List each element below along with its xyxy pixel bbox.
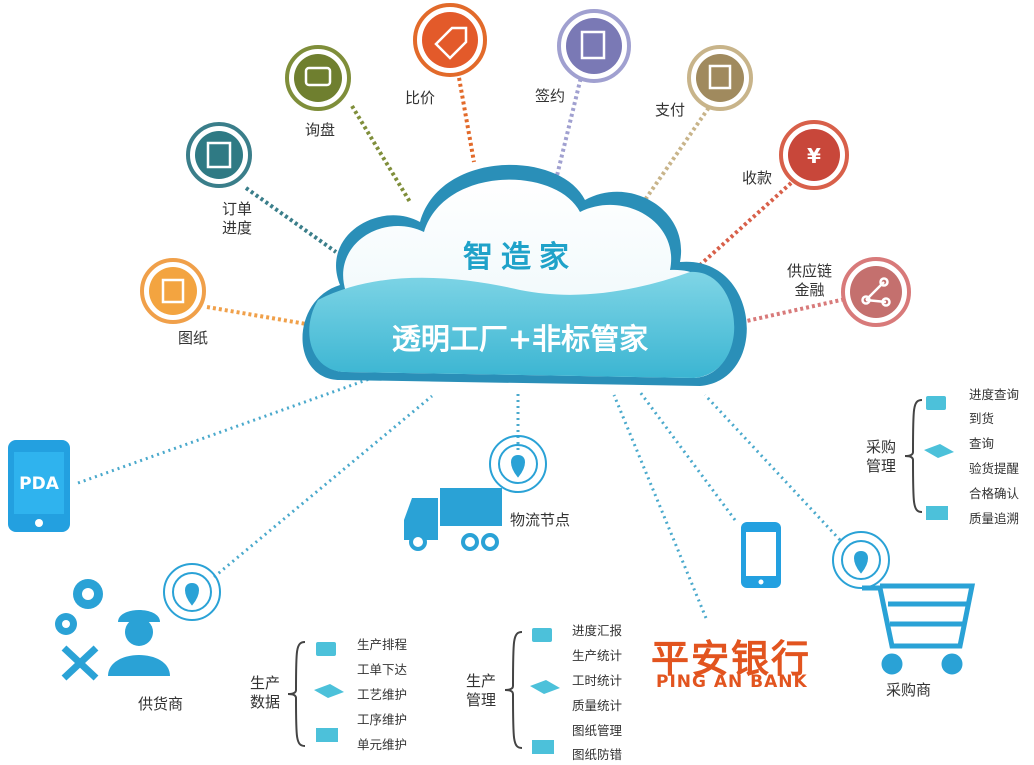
- production-mgmt-item: 图纸管理: [572, 723, 623, 738]
- compare-price-label: 比价: [405, 89, 436, 107]
- collection-node[interactable]: ¥: [779, 120, 849, 190]
- purchase-mgmt-item: 合格确认: [969, 486, 1020, 501]
- collection-label: 收款: [742, 169, 773, 187]
- compare-price-node[interactable]: [413, 3, 487, 77]
- purchase-mgmt-brace: [904, 399, 923, 513]
- contract-label: 签约: [535, 87, 566, 105]
- cloud-subtitle: 透明工厂+非标管家: [391, 322, 649, 356]
- purchase-mgmt-title: 采购 管理: [866, 438, 896, 476]
- production-mgmt-title-line2: 管理: [466, 691, 497, 709]
- payment-label: 支付: [655, 101, 686, 119]
- supply-chain-finance-line1: 供应链: [787, 262, 833, 280]
- supply-chain-finance-line2: 金融: [794, 281, 825, 299]
- production-mgmt-item: 生产统计: [572, 648, 623, 663]
- production-data-item: 工单下达: [357, 662, 408, 677]
- yuan-icon: ¥: [807, 144, 821, 168]
- price-tag-icon: [434, 26, 468, 60]
- production-data-item: 单元维护: [357, 737, 408, 752]
- production-data-item: 工序维护: [357, 712, 408, 727]
- payment-icon: [708, 64, 732, 90]
- supply-chain-finance-node[interactable]: [841, 257, 911, 327]
- purchase-mgmt-title-line2: 管理: [866, 457, 897, 475]
- production-mgmt-title: 生产 管理: [466, 672, 496, 710]
- order-progress-line2: 进度: [222, 219, 253, 237]
- production-mgmt-item: 图纸防错: [572, 747, 623, 762]
- payment-node[interactable]: [687, 45, 753, 111]
- pda-label: PDA: [19, 474, 59, 494]
- production-data-title-line2: 数据: [250, 693, 281, 711]
- bank-name-cn: 平安银行: [651, 637, 812, 681]
- drawings-label: 图纸: [178, 329, 209, 347]
- blueprint-icon: [161, 278, 185, 304]
- order-progress-label: 订单 进度: [222, 200, 252, 238]
- bank-name-en: PING AN BANK: [656, 672, 808, 692]
- purchase-mgmt-item: 验货提醒: [969, 461, 1020, 476]
- production-data-brace: [287, 641, 306, 747]
- supplier-worker-icon: [55, 579, 170, 681]
- logistics-location-pin: [489, 435, 547, 493]
- truck-icon: [404, 488, 502, 551]
- contract-icon: [580, 30, 606, 60]
- purchase-mgmt-title-line1: 采购: [866, 438, 897, 456]
- supplier-location-pin: [163, 563, 221, 621]
- production-mgmt-item: 工时统计: [572, 673, 623, 688]
- chat-icon: [304, 66, 332, 87]
- list-device-icons: [314, 396, 954, 754]
- production-data-title-line1: 生产: [250, 674, 281, 692]
- production-mgmt-brace: [504, 631, 523, 749]
- shopping-cart-icon: [862, 583, 976, 675]
- cloud: [302, 164, 747, 386]
- document-icon: [206, 141, 232, 169]
- production-data-title: 生产 数据: [250, 674, 280, 712]
- cloud-title: 智造家: [463, 240, 577, 275]
- purchase-mgmt-item: 质量追溯: [969, 511, 1020, 526]
- logistics-label: 物流节点: [510, 511, 571, 529]
- contract-node[interactable]: [557, 9, 631, 83]
- mobile-phone-icon: [741, 522, 781, 588]
- inquiry-label: 询盘: [305, 121, 336, 139]
- purchase-mgmt-item: 查询: [969, 436, 995, 451]
- production-mgmt-item: 质量统计: [572, 698, 623, 713]
- production-data-item: 工艺维护: [357, 687, 408, 702]
- purchaser-label: 采购商: [886, 681, 932, 699]
- purchase-mgmt-item: 进度查询: [969, 387, 1020, 402]
- drawings-node[interactable]: [140, 258, 206, 324]
- order-progress-node[interactable]: [186, 122, 252, 188]
- share-icon: [861, 277, 891, 307]
- purchase-mgmt-item: 到货: [969, 411, 995, 426]
- production-mgmt-title-line1: 生产: [466, 672, 497, 690]
- inquiry-node[interactable]: [285, 45, 351, 111]
- purchaser-location-pin: [832, 531, 890, 589]
- pda-device: [8, 440, 70, 532]
- production-data-item: 生产排程: [357, 637, 408, 652]
- production-mgmt-item: 进度汇报: [572, 623, 623, 638]
- node-connectors: [206, 71, 851, 328]
- order-progress-line1: 订单: [222, 200, 253, 218]
- supplier-label: 供货商: [138, 695, 184, 713]
- bottom-connectors: [77, 376, 842, 619]
- supply-chain-finance-label: 供应链 金融: [787, 262, 832, 300]
